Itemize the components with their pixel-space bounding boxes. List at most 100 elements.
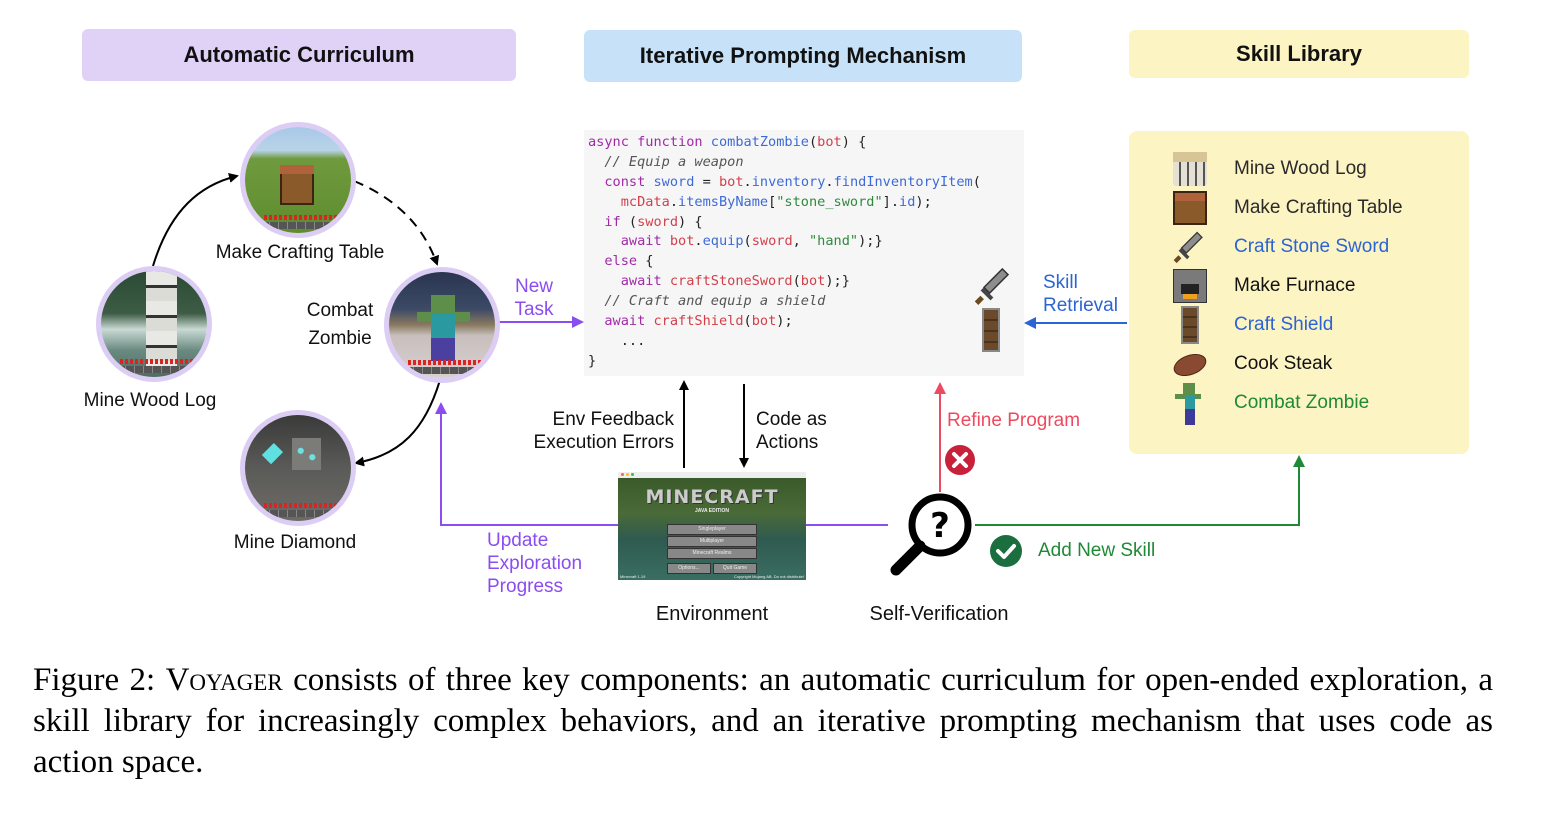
code-line: await craftShield(bot); [584, 312, 1024, 332]
magnifier-question-icon: ? [886, 490, 978, 582]
skill-item[interactable]: Craft Stone Sword [1173, 228, 1389, 266]
automatic-curriculum-header: Automatic Curriculum [82, 29, 516, 81]
new-task-line1: New [514, 276, 553, 297]
skill-label: Make Crafting Table [1234, 197, 1403, 218]
combat-zombie-label: Combat Zombie [300, 297, 380, 353]
shield-icon [982, 308, 1004, 354]
code-token: const [588, 173, 654, 190]
code-as-actions-label: Code as Actions [756, 408, 827, 454]
caption-text: consists of three key components: an aut… [33, 662, 1494, 780]
make-crafting-table-scene [240, 122, 356, 238]
code-token: craftShield [653, 313, 744, 330]
code-token: [ [768, 193, 777, 210]
code-token: await [588, 233, 670, 250]
new-task-line2: Task [514, 299, 554, 320]
skill-library-title: Skill Library [1236, 41, 1362, 66]
furnace-icon [1173, 269, 1207, 303]
skill-retrieval-line2: Retrieval [1043, 295, 1118, 316]
code-token: if [588, 213, 629, 230]
code-line: } [584, 352, 1024, 372]
code-token: await [588, 313, 654, 330]
code-token: );} [858, 233, 883, 250]
code-token: . [743, 173, 752, 190]
minecraft-logo: MINECRAFT [645, 486, 779, 508]
code-line: await craftStoneSword(bot);} [584, 272, 1024, 292]
options-button[interactable]: Options... [667, 563, 711, 574]
code-token: = [694, 173, 719, 190]
skill-item[interactable]: Make Crafting Table [1173, 189, 1403, 227]
arrow-zombie-to-diamond [354, 379, 441, 467]
code-token: bot [751, 313, 777, 330]
refine-program-label: Refine Program [947, 410, 1081, 431]
error-x-icon [944, 444, 976, 476]
automatic-curriculum-title: Automatic Curriculum [183, 42, 415, 67]
code-token: "hand" [809, 233, 859, 250]
code-token: sword [653, 173, 695, 190]
code-token: else [588, 253, 646, 270]
caption-system-name: Voyager [165, 662, 283, 698]
multiplayer-button[interactable]: Multiplayer [667, 536, 757, 547]
code-token: bot [718, 173, 744, 190]
code-line: await bot.equip(sword, "hand");} [584, 232, 1024, 252]
update-exploration-progress-label: Update Exploration Progress [487, 529, 582, 598]
code-token: await [588, 273, 670, 290]
code-token: . [825, 173, 834, 190]
arrow-update-progress [435, 402, 618, 526]
code-line: // Craft and equip a shield [584, 292, 1024, 312]
code-token: // Equip a weapon [588, 153, 744, 170]
skill-item[interactable]: Cook Steak [1170, 345, 1332, 383]
code-token: bot [669, 233, 695, 250]
self-verification-label: Self-Verification [869, 603, 1009, 625]
code-token: ( [743, 233, 752, 250]
environment-label: Environment [655, 603, 769, 625]
new-task-label: New Task [505, 275, 563, 321]
update-line3: Progress [487, 576, 564, 597]
code-token: . [669, 193, 679, 210]
mine-wood-log-label: Mine Wood Log [83, 390, 217, 411]
skill-item[interactable]: Make Furnace [1173, 267, 1355, 305]
skill-library-panel: Mine Wood Log Make Crafting Table Craft … [1129, 131, 1469, 454]
version-label: Minecraft 1.19 [620, 574, 646, 579]
code-token: inventory [751, 173, 826, 190]
mine-diamond-label: Mine Diamond [233, 532, 357, 553]
arrow-table-to-zombie-dashed [353, 180, 440, 266]
execution-errors-line: Execution Errors [533, 432, 674, 453]
shield-icon [1173, 306, 1207, 344]
code-token: bot [800, 273, 826, 290]
code-line: else { [584, 252, 1024, 272]
code-token: ( [972, 173, 981, 190]
skill-label: Make Furnace [1234, 275, 1356, 296]
code-token: ... [588, 332, 646, 349]
zombie-icon [1173, 383, 1207, 425]
figure-caption: Figure 2: Voyager consists of three key … [33, 660, 1493, 783]
steak-icon [1170, 347, 1210, 381]
skill-item[interactable]: Craft Shield [1173, 306, 1333, 344]
code-token: { [645, 253, 654, 270]
code-token: );} [825, 273, 850, 290]
realms-button[interactable]: Minecraft Realms [667, 548, 757, 559]
arrow-add-new-skill [975, 455, 1305, 526]
singleplayer-button[interactable]: Singleplayer [667, 524, 757, 535]
code-as-line: Code as [756, 409, 827, 430]
make-crafting-table-label: Make Crafting Table [215, 242, 385, 263]
skill-item[interactable]: Combat Zombie [1173, 383, 1370, 425]
copyright-label: Copyright Mojang AB. Do not distribute! [733, 574, 804, 579]
code-token: equip [702, 233, 744, 250]
code-token: mcData [588, 193, 670, 210]
code-token: ( [743, 313, 752, 330]
java-edition-label: JAVA EDITION [694, 508, 730, 514]
success-check-icon [989, 534, 1023, 568]
code-token: , [792, 233, 809, 250]
code-line: ... [584, 332, 1024, 352]
quit-game-button[interactable]: Quit Game [713, 563, 757, 574]
code-line: async function combatZombie(bot) { [584, 133, 1024, 153]
code-line: // Equip a weapon [584, 153, 1024, 173]
code-token: ( [628, 213, 638, 230]
skill-label: Combat Zombie [1234, 392, 1370, 413]
skill-item[interactable]: Mine Wood Log [1173, 150, 1367, 188]
code-line: mcData.itemsByName["stone_sword"].id); [584, 193, 1024, 213]
code-token: craftStoneSword [669, 273, 793, 290]
code-token: bot [817, 134, 842, 150]
actions-line: Actions [756, 432, 819, 453]
